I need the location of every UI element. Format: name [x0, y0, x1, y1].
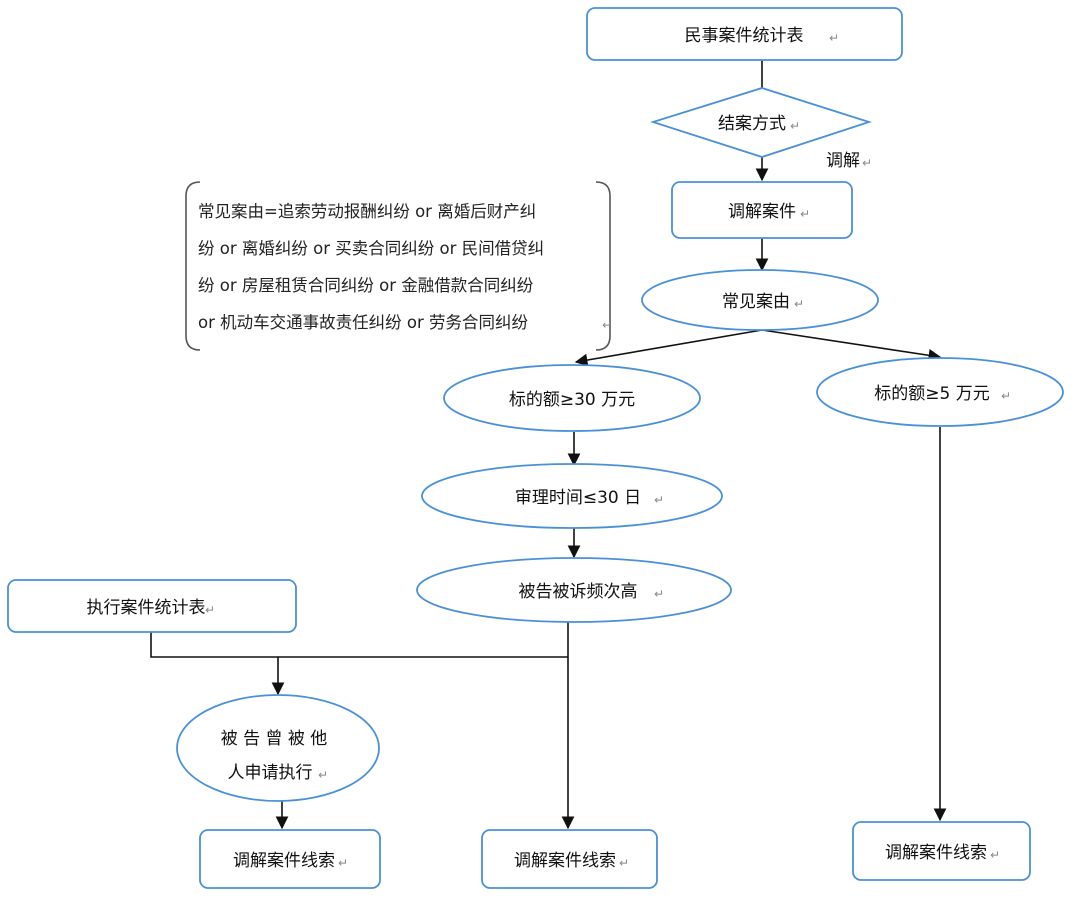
node-freq-sued: 被告被诉频次高 ↵: [416, 557, 732, 623]
node-label: 被告被诉频次高: [519, 582, 638, 602]
edge-label-mediation: 调解 ↵: [826, 151, 872, 171]
svg-text:↵: ↵: [619, 856, 629, 870]
node-clue-mid: 调解案件线索 ↵: [481, 829, 658, 889]
edges: [150, 60, 947, 830]
node-closing-method: 结案方式 ↵: [650, 87, 872, 158]
node-clue-left: 调解案件线索 ↵: [199, 829, 381, 889]
note-bracket-left: [185, 181, 201, 351]
node-label: 调解案件线索: [514, 851, 616, 871]
node-clue-right: 调解案件线索 ↵: [852, 821, 1031, 881]
node-label: 结案方式: [718, 114, 786, 134]
node-label: 标的额≥30 万元: [509, 390, 635, 410]
edge-label: 调解: [826, 151, 860, 171]
svg-text:↵: ↵: [205, 603, 215, 617]
node-label-line2: 人申请执行: [228, 763, 313, 783]
node-label: 调解案件线索: [885, 843, 987, 863]
svg-text:↵: ↵: [790, 119, 800, 133]
node-exec-table: 执行案件统计表 ↵: [7, 579, 297, 633]
node-mediation-case: 调解案件 ↵: [671, 181, 853, 239]
note-line-4: or 机动车交通事故责任纠纷 or 劳务合同纠纷: [198, 313, 528, 332]
node-amount-5: 标的额≥5 万元 ↵: [816, 357, 1064, 427]
cause-note: 常见案由=追索劳动报酬纠纷 or 离婚后财产纠 纷 or 离婚纠纷 or 买卖合…: [185, 181, 612, 351]
node-label: 审理时间≤30 日: [515, 488, 641, 508]
edge-exec-to-merge: [150, 632, 568, 658]
node-label: 执行案件统计表: [87, 598, 206, 618]
svg-text:↵: ↵: [602, 318, 612, 332]
note-bracket-right: [595, 181, 611, 351]
node-label: 标的额≥5 万元: [874, 384, 989, 404]
node-label: 调解案件: [728, 202, 796, 222]
edge-cause-to-amount30: [574, 329, 763, 367]
node-label: 调解案件线索: [233, 851, 335, 871]
svg-text:↵: ↵: [1001, 389, 1011, 403]
svg-text:↵: ↵: [862, 156, 872, 170]
svg-text:↵: ↵: [800, 207, 810, 221]
svg-text:↵: ↵: [318, 768, 328, 782]
svg-text:↵: ↵: [654, 587, 664, 601]
node-label-line1: 被 告 曾 被 他: [221, 729, 328, 749]
svg-text:↵: ↵: [794, 297, 804, 311]
node-label: 民事案件统计表: [685, 26, 804, 46]
node-label: 常见案由: [722, 292, 790, 312]
note-line-3: 纷 or 房屋租赁合同纠纷 or 金融借款合同纠纷: [198, 276, 533, 295]
note-line-2: 纷 or 离婚纠纷 or 买卖合同纠纷 or 民间借贷纠: [198, 239, 544, 258]
svg-text:↵: ↵: [338, 856, 348, 870]
note-line-1: 常见案由=追索劳动报酬纠纷 or 离婚后财产纠: [198, 202, 536, 221]
node-common-cause: 常见案由 ↵: [641, 269, 879, 331]
edge-cause-to-amount5: [761, 329, 942, 362]
node-civil-table: 民事案件统计表 ↵: [586, 7, 903, 61]
node-amount-30: 标的额≥30 万元: [443, 364, 701, 432]
node-exec-applied: 被 告 曾 被 他 人申请执行 ↵: [176, 694, 380, 802]
svg-text:↵: ↵: [829, 31, 839, 45]
svg-text:↵: ↵: [990, 848, 1000, 862]
svg-text:↵: ↵: [654, 493, 664, 507]
node-trial-time: 审理时间≤30 日 ↵: [421, 463, 723, 529]
